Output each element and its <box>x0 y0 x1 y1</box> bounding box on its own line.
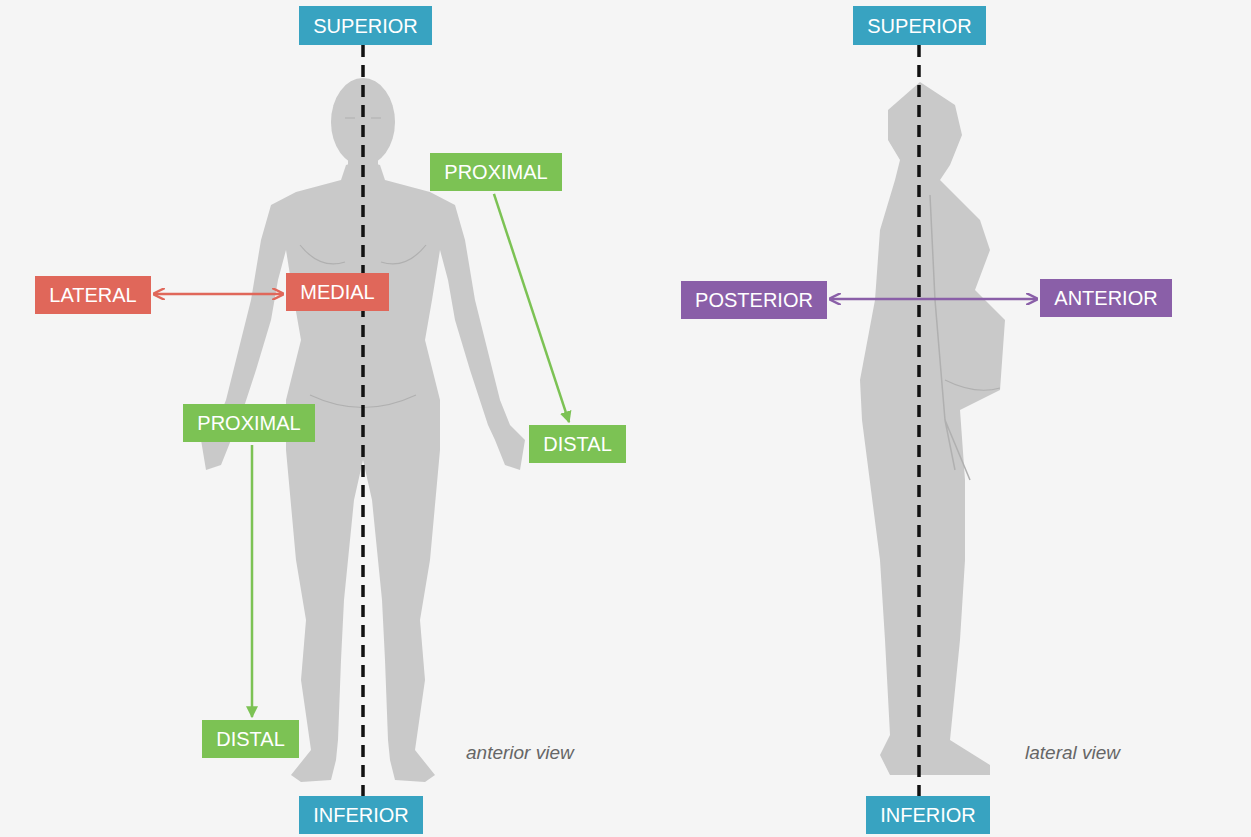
view-caption: lateral view <box>1025 742 1120 764</box>
view-caption: anterior view <box>466 742 574 764</box>
label-text: MEDIAL <box>300 282 374 302</box>
anterior-figure-details <box>300 118 426 408</box>
direction-arrow <box>154 293 283 296</box>
direction-label: PROXIMAL <box>430 153 562 191</box>
direction-label: INFERIOR <box>866 796 990 834</box>
label-text: PROXIMAL <box>197 413 300 433</box>
label-text: SUPERIOR <box>867 16 971 36</box>
lateral-figure <box>860 82 1005 775</box>
direction-arrow <box>830 298 1037 301</box>
direction-label: SUPERIOR <box>299 6 432 45</box>
label-text: DISTAL <box>216 729 285 749</box>
label-text: LATERAL <box>49 285 136 305</box>
direction-label: POSTERIOR <box>681 281 827 319</box>
direction-label: ANTERIOR <box>1040 279 1172 317</box>
direction-label: DISTAL <box>202 720 299 758</box>
direction-label: PROXIMAL <box>183 404 315 442</box>
midline <box>361 45 365 796</box>
direction-label: SUPERIOR <box>853 6 986 45</box>
label-text: PROXIMAL <box>444 162 547 182</box>
direction-arrow <box>494 194 569 422</box>
label-text: SUPERIOR <box>313 16 417 36</box>
midline <box>917 45 921 796</box>
direction-label: LATERAL <box>35 276 151 314</box>
label-text: INFERIOR <box>880 805 976 825</box>
label-text: POSTERIOR <box>695 290 813 310</box>
direction-label: MEDIAL <box>286 273 389 311</box>
label-text: DISTAL <box>543 434 612 454</box>
direction-arrow <box>251 445 254 717</box>
label-text: INFERIOR <box>313 805 409 825</box>
direction-label: INFERIOR <box>299 796 423 834</box>
direction-label: DISTAL <box>529 425 626 463</box>
label-text: ANTERIOR <box>1054 288 1157 308</box>
